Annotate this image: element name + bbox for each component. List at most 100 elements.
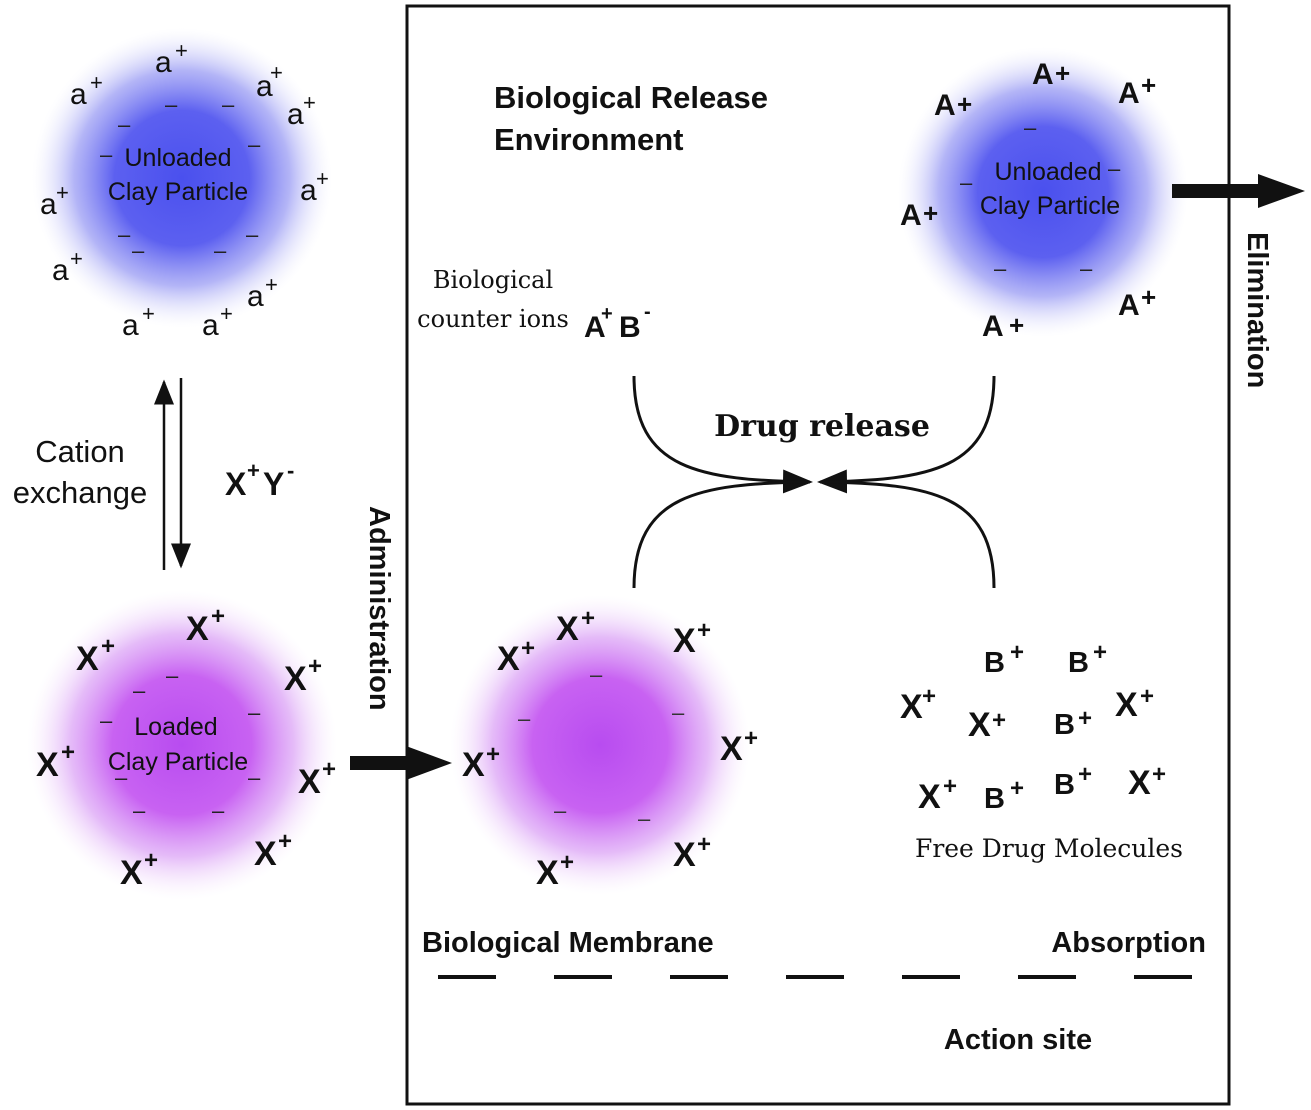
- drug-ions-x: X+ X+ X+ X+ X+ X+ X+: [462, 605, 758, 892]
- surface-charge: –: [133, 798, 146, 823]
- svg-text:a: a: [202, 309, 219, 342]
- surface-charge: –: [100, 708, 113, 733]
- svg-text:+: +: [56, 180, 69, 205]
- release-curve-upper-left: [632, 375, 813, 494]
- surface-charge: –: [118, 222, 131, 247]
- ion-a: a+: [202, 301, 233, 342]
- ion-x: X+: [76, 633, 115, 678]
- release-curve-upper-right: [817, 375, 996, 494]
- particle-label-line2: Clay Particle: [108, 178, 248, 206]
- ion-a: a+: [52, 246, 83, 287]
- svg-text:+: +: [322, 756, 336, 783]
- ion-A: A+: [934, 89, 972, 122]
- unloaded-clay-particle-right: – – – – – Unloaded Clay Particle A+ A+ A…: [898, 47, 1188, 343]
- surface-charge: –: [248, 765, 261, 790]
- particle-label-line1: Loaded: [134, 713, 217, 741]
- release-curve-lower-left: [632, 480, 807, 589]
- ion-x: X+: [298, 756, 336, 801]
- svg-text:+: +: [175, 38, 188, 63]
- surface-charge: –: [100, 142, 113, 167]
- surface-charge: –: [518, 706, 531, 731]
- svg-text:a: a: [52, 254, 69, 287]
- svg-text:X: X: [462, 746, 485, 784]
- surface-charge: –: [638, 806, 651, 831]
- action-site-label: Action site: [944, 1024, 1092, 1056]
- svg-text:X: X: [556, 610, 579, 648]
- svg-text:X: X: [298, 763, 321, 801]
- svg-text:X: X: [968, 706, 991, 744]
- ion-x: X+: [254, 828, 292, 873]
- elimination-label: Elimination: [1241, 232, 1273, 388]
- ion-x: X+: [536, 849, 574, 892]
- svg-text:+: +: [923, 198, 938, 228]
- ion-a: a+: [155, 38, 188, 79]
- svg-text:+: +: [265, 272, 278, 297]
- surface-charge: –: [166, 663, 179, 688]
- svg-text:+: +: [278, 828, 292, 855]
- ion-a: a+: [287, 90, 316, 131]
- ion-x: X+: [720, 725, 758, 768]
- environment-frame: [405, 4, 1231, 1106]
- svg-text:B: B: [1054, 769, 1075, 801]
- particle-label-line2: Clay Particle: [108, 748, 248, 776]
- release-curve-lower-right: [823, 480, 996, 589]
- svg-text:+: +: [211, 603, 225, 630]
- ion-B: B+: [984, 639, 1024, 679]
- svg-text:a: a: [70, 78, 87, 111]
- svg-text:+: +: [308, 653, 322, 680]
- svg-text:B: B: [619, 311, 641, 344]
- biological-membrane-label: Biological Membrane: [422, 927, 714, 959]
- svg-text:a: a: [256, 70, 273, 103]
- svg-text:+: +: [560, 849, 574, 876]
- svg-text:+: +: [90, 70, 103, 95]
- biological-release-environment: Biological Release Environment Biologica…: [405, 4, 1231, 1106]
- particle-label-line1: Unloaded: [994, 158, 1101, 186]
- ion-A: A+: [1118, 70, 1156, 110]
- svg-text:X: X: [1128, 764, 1151, 802]
- ion-x: X+: [497, 635, 535, 678]
- svg-text:+: +: [1152, 761, 1166, 788]
- svg-text:X: X: [673, 622, 696, 660]
- svg-text:a: a: [155, 46, 172, 79]
- svg-text:+: +: [581, 605, 595, 632]
- drug-ions-x: X+ X+ X+ X+ X+ X+ X+: [36, 603, 336, 892]
- svg-text:+: +: [697, 617, 711, 644]
- cation-exchange-label-line1: Cation: [35, 434, 125, 469]
- svg-text:X: X: [720, 730, 743, 768]
- svg-text:+: +: [142, 301, 155, 326]
- ion-B: B+: [984, 775, 1024, 815]
- ion-a: a+: [40, 180, 69, 221]
- svg-text:B: B: [984, 647, 1005, 679]
- ion-x: X+: [1115, 683, 1154, 724]
- svg-text:+: +: [697, 831, 711, 858]
- loaded-clay-particle-membrane: – – – – – X+ X+ X+ X+ X+ X+ X+: [450, 595, 758, 895]
- svg-text:A: A: [1118, 289, 1140, 322]
- ion-a: a+: [122, 301, 155, 342]
- arrow-head: [1258, 174, 1305, 208]
- particle-glow: [27, 590, 337, 900]
- surface-charge: –: [1108, 156, 1121, 181]
- svg-text:+: +: [744, 725, 758, 752]
- surface-charge: –: [248, 132, 261, 157]
- arrow-head: [406, 746, 452, 780]
- svg-text:A: A: [584, 311, 606, 344]
- surface-charge: –: [165, 92, 178, 117]
- svg-text:X: X: [36, 746, 59, 784]
- svg-text:X: X: [254, 835, 277, 873]
- svg-text:a: a: [40, 188, 57, 221]
- elimination-arrow: Elimination: [1172, 174, 1305, 388]
- drug-release-label: Drug release: [714, 409, 930, 444]
- svg-text:+: +: [1078, 705, 1092, 732]
- exchange-reagent: X + Y -: [225, 458, 294, 502]
- svg-text:+: +: [922, 683, 936, 710]
- svg-text:+: +: [943, 773, 957, 800]
- ion-A: A+: [900, 198, 938, 232]
- svg-text:+: +: [316, 166, 329, 191]
- svg-text:+: +: [521, 635, 535, 662]
- unloaded-clay-particle-left: – – – – – – – – – Unloaded Clay Particle…: [32, 28, 332, 342]
- svg-text:+: +: [992, 707, 1006, 734]
- svg-text:A: A: [900, 199, 922, 232]
- svg-text:+: +: [1141, 282, 1156, 312]
- svg-text:a: a: [247, 280, 264, 313]
